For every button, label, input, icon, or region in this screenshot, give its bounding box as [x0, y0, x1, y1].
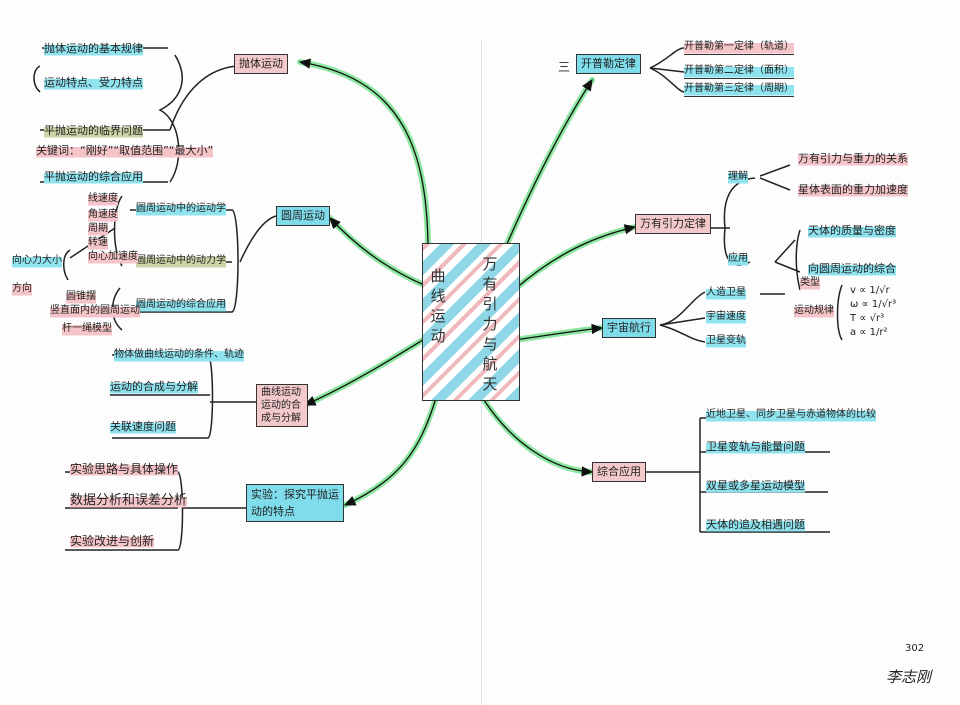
author-signature: 李志刚 [886, 668, 932, 686]
kinematics-period: 周期 [88, 222, 108, 236]
comprehensive-item-4: 天体的追及相遇问题 [706, 518, 805, 532]
comprehensive-item-3: 双星或多星运动模型 [706, 479, 805, 493]
center-title-right: 万有引力与航天 [482, 255, 498, 393]
comprehensive-item-1: 近地卫星、同步卫星与赤道物体的比较 [706, 408, 876, 422]
circular-item-1: 圆周运动中的运动学 [136, 202, 226, 216]
projectile-item-3: 平抛运动的临界问题 [44, 124, 143, 138]
branch-comprehensive [481, 397, 595, 475]
branch-projectile [297, 59, 432, 273]
node-kepler: 开普勒定律 [576, 54, 641, 74]
gravitation-apply-2: 向圆周运动的综合 [808, 262, 896, 276]
experiment-item-2: 数据分析和误差分析 [70, 493, 188, 508]
gravitation-apply: 应用 [728, 252, 748, 266]
branch-circular [327, 215, 427, 288]
circular-item-2: 圆周运动中的动力学 [136, 254, 226, 268]
spaceflight-item-2: 宇宙速度 [706, 310, 746, 324]
app-vertical-circle: 竖直面内的圆周运动 [50, 304, 140, 318]
kinematics-rpm: 转速 [88, 236, 108, 250]
synthesis-item-1: 物体做曲线运动的条件、轨迹 [114, 348, 244, 362]
gravitation-motion-law: 运动规律 [794, 304, 834, 318]
formula-T: T ∝ √r³ [850, 313, 885, 324]
experiment-item-1: 实验思路与具体操作 [70, 462, 179, 476]
force-magnitude: 向心力大小 [12, 254, 62, 268]
experiment-item-3: 实验改进与创新 [70, 534, 155, 548]
circular-item-3: 圆周运动的综合应用 [136, 298, 226, 312]
gravitation-understand: 理解 [728, 170, 748, 184]
comprehensive-item-2: 卫星变轨与能量问题 [706, 440, 805, 454]
kinematics-linear-velocity: 线速度 [88, 192, 118, 206]
branch-kepler [497, 77, 595, 263]
formula-a: a ∝ 1/r² [850, 327, 888, 338]
branch-experiment [342, 395, 439, 508]
branch-gravitation [511, 224, 638, 293]
force-direction: 方向 [12, 282, 32, 296]
kinematics-angular-velocity: 角速度 [88, 208, 118, 222]
node-comprehensive: 综合应用 [592, 462, 646, 482]
formula-v: v ∝ 1/√r [850, 285, 890, 296]
gravitation-understand-2: 星体表面的重力加速度 [798, 183, 908, 197]
synthesis-item-2: 运动的合成与分解 [110, 380, 198, 394]
node-circular-motion: 圆周运动 [276, 206, 330, 226]
formula-omega: ω ∝ 1/√r³ [850, 299, 897, 310]
gravitation-type: 类型 [800, 276, 820, 290]
page-number: 302 [905, 643, 925, 654]
app-conical-pendulum: 圆锥摆 [66, 290, 96, 304]
spaceflight-item-3: 卫星变轨 [706, 334, 746, 348]
center-node: 曲线运动 万有引力与航天 [422, 243, 520, 401]
node-spaceflight: 宇宙航行 [602, 318, 656, 338]
gravitation-understand-1: 万有引力与重力的关系 [798, 152, 908, 166]
node-gravitation: 万有引力定律 [635, 214, 711, 234]
branch-synthesis [302, 335, 429, 408]
gravitation-apply-1: 天体的质量与密度 [808, 224, 896, 238]
node-experiment: 实验：探究平抛运动的特点 [246, 484, 344, 522]
synthesis-item-3: 关联速度问题 [110, 420, 176, 434]
projectile-item-4: 关键词：“刚好”“取值范围”“最大小” [36, 144, 214, 158]
kepler-law-3: 开普勒第三定律（周期） [684, 82, 794, 97]
node-motion-synthesis: 曲线运动运动的合成与分解 [256, 384, 308, 427]
kinematics-centripetal-accel: 向心加速度 [88, 250, 138, 264]
spaceflight-item-1: 人造卫星 [706, 286, 746, 300]
kepler-law-2: 开普勒第二定律（面积） [684, 64, 794, 79]
kepler-law-1: 开普勒第一定律（轨道） [684, 40, 794, 55]
app-rod-rope-model: 杆一绳模型 [62, 322, 112, 336]
projectile-item-2: 运动特点、受力特点 [44, 76, 143, 90]
center-title-left: 曲线运动 [430, 267, 446, 345]
projectile-item-1: 抛体运动的基本规律 [44, 42, 143, 56]
node-projectile-motion: 抛体运动 [234, 54, 288, 74]
kepler-prefix: 三 [558, 60, 571, 74]
projectile-item-5: 平抛运动的综合应用 [44, 170, 143, 184]
